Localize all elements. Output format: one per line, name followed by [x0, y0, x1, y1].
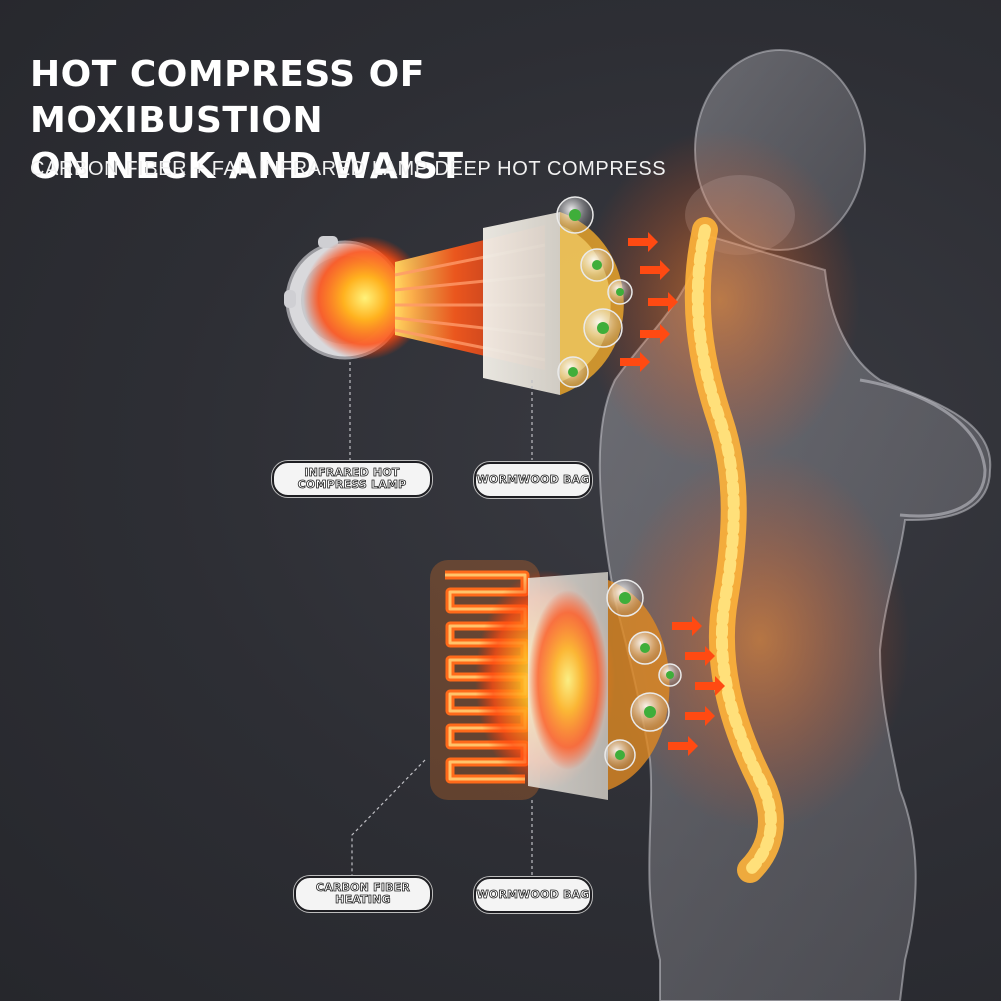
spine [684, 217, 784, 883]
herb-bubbles-waist [604, 579, 682, 771]
heat-arrows-waist [668, 616, 725, 756]
headline: HOT COMPRESS OF MOXIBUSTION ON NECK AND … [30, 54, 464, 187]
label-wormwood-bag-neck: WORMWOOD BAG [474, 462, 592, 498]
label-carbon-fiber-text: CARBON FIBER HEATING [315, 881, 411, 906]
label-wormwood-bag-neck-text: WORMWOOD BAG [476, 473, 590, 486]
leader-lines [349, 362, 533, 876]
herb-bubbles-neck [556, 196, 633, 388]
label-wormwood-bag-waist: WORMWOOD BAG [474, 877, 592, 913]
heat-arrows-neck [620, 232, 678, 372]
label-infrared-lamp: INFRARED HOT COMPRESS LAMP [272, 461, 432, 497]
waist-pad [528, 572, 670, 800]
human-figure [580, 49, 992, 1001]
label-wormwood-bag-waist-text: WORMWOOD BAG [476, 888, 590, 901]
label-infrared-lamp-text: INFRARED HOT COMPRESS LAMP [297, 466, 407, 491]
label-carbon-fiber: CARBON FIBER HEATING [294, 876, 432, 912]
subheadline: CARBON FIBER + FAR INFRARED LAMP DEEP HO… [30, 158, 667, 180]
